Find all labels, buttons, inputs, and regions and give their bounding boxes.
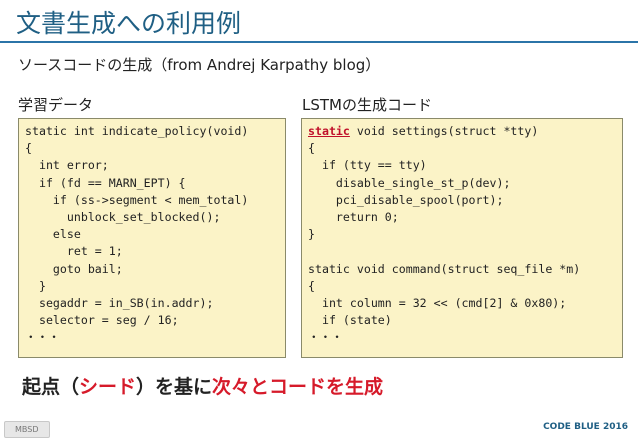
code-line: ret = 1; <box>25 244 123 259</box>
statement-highlight-generate: 次々とコードを生成 <box>212 376 384 398</box>
code-line: static void settings(struct *tty) <box>308 123 616 140</box>
statement-highlight-seed: シード <box>79 376 137 398</box>
code-line: if (state) <box>308 313 392 328</box>
code-line: } <box>25 278 46 293</box>
code-line: { <box>25 141 32 156</box>
generated-code-block: static void settings(struct *tty) { if (… <box>301 118 623 358</box>
code-line: static int indicate_policy(void) <box>25 124 249 138</box>
code-line: if (fd == MARN_EPT) { <box>25 175 186 190</box>
training-data-label: 学習データ <box>18 96 94 114</box>
code-line: if (ss->segment < mem_total) <box>25 192 249 207</box>
code-line-rest: void settings(struct *tty) <box>349 124 539 138</box>
code-line: } <box>308 227 315 242</box>
lstm-generated-label: LSTMの生成コード <box>302 96 432 114</box>
code-line: goto bail; <box>25 261 123 276</box>
code-line: return 0; <box>308 209 399 224</box>
code-line: int column = 32 << (cmd[2] & 0x80); <box>308 295 567 310</box>
statement-part: 起点（ <box>22 376 80 398</box>
code-line <box>308 243 616 260</box>
code-line: pci_disable_spool(port); <box>308 192 504 207</box>
statement-part: ）を基に <box>136 376 213 398</box>
code-line: { <box>308 278 315 293</box>
code-line: segaddr = in_SB(in.addr); <box>25 295 214 310</box>
title-divider <box>0 41 638 43</box>
code-line: selector = seg / 16; <box>25 313 179 328</box>
code-line: disable_single_st_p(dev); <box>308 175 511 190</box>
code-ellipsis: ・・・ <box>308 330 343 345</box>
slide-footer: MBSD CODE BLUE 2016 <box>0 418 638 442</box>
slide-subtitle: ソースコードの生成（from Andrej Karpathy blog） <box>18 56 381 74</box>
code-line: int error; <box>25 158 109 173</box>
training-code-block: static int indicate_policy(void) { int e… <box>18 118 286 358</box>
code-line: if (tty == tty) <box>308 158 427 173</box>
code-ellipsis: ・・・ <box>25 330 60 345</box>
company-logo: MBSD <box>4 421 50 438</box>
code-line: static void command(struct seq_file *m) <box>308 261 581 276</box>
code-line: else <box>25 227 81 242</box>
keyword-static: static <box>308 124 350 138</box>
code-line: unblock_set_blocked(); <box>25 209 221 224</box>
slide-title: 文書生成への利用例 <box>16 9 242 38</box>
code-line: { <box>308 141 315 156</box>
summary-statement: 起点（シード）を基に次々とコードを生成 <box>22 372 383 399</box>
conference-name: CODE BLUE 2016 <box>543 422 628 432</box>
